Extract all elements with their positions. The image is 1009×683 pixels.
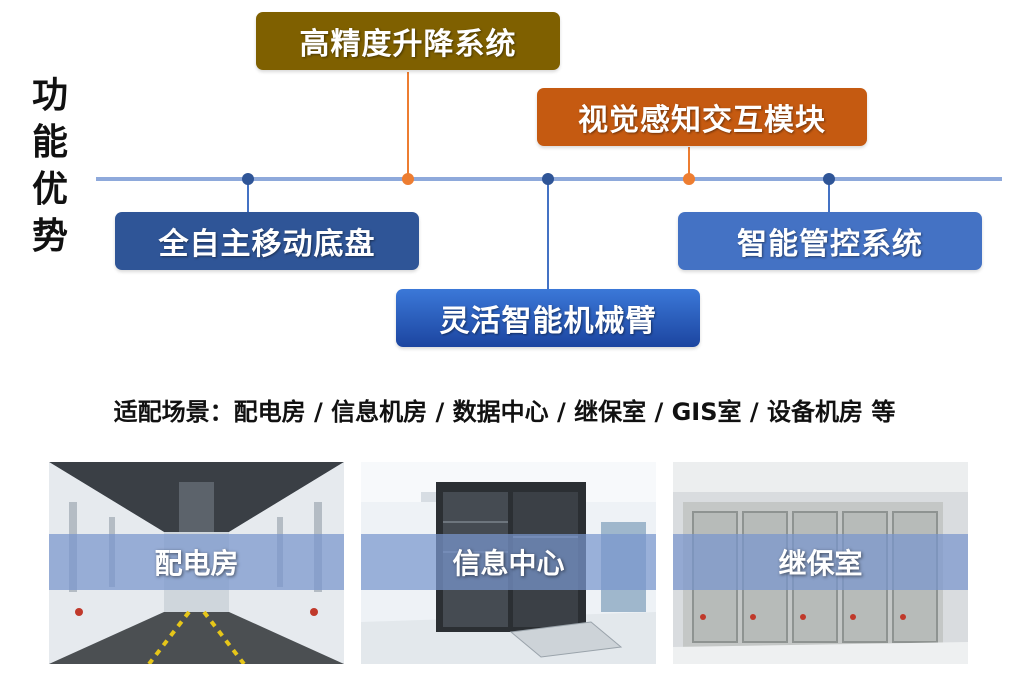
photo-protection-room: 继保室 [673, 462, 968, 664]
side-title-char: 优 [31, 169, 68, 210]
side-title-char: 势 [31, 216, 68, 257]
timeline-dot-lift [402, 173, 414, 185]
photo-label-band: 配电房 [49, 534, 344, 590]
feature-vision-module: 视觉感知交互模块 [537, 88, 867, 146]
stem-arm [547, 180, 549, 290]
stem-lift [407, 72, 409, 178]
side-title: 功 能 优 势 [22, 72, 78, 260]
photo-distribution-room: 配电房 [49, 462, 344, 664]
timeline-dot-arm [542, 173, 554, 185]
timeline-dot-control [823, 173, 835, 185]
photo-label-band: 继保室 [673, 534, 968, 590]
feature-lift-system: 高精度升降系统 [256, 12, 560, 70]
photo-label: 信息中心 [452, 547, 565, 580]
stem-chassis [247, 180, 249, 212]
scenario-text: 适配场景：配电房 / 信息机房 / 数据中心 / 继保室 / GIS室 / 设备… [113, 398, 896, 426]
feature-chassis: 全自主移动底盘 [115, 212, 419, 270]
photo-info-center: 信息中心 [361, 462, 656, 664]
timeline-dot-vision [683, 173, 695, 185]
stem-vision [688, 147, 690, 178]
feature-control-system: 智能管控系统 [678, 212, 982, 270]
side-title-char: 功 [31, 75, 68, 116]
side-title-char: 能 [31, 122, 68, 163]
stem-control [828, 180, 830, 212]
photo-label: 继保室 [778, 547, 863, 580]
timeline-dot-chassis [242, 173, 254, 185]
photo-label: 配电房 [154, 547, 239, 580]
feature-robot-arm: 灵活智能机械臂 [396, 289, 700, 347]
photo-label-band: 信息中心 [361, 534, 656, 590]
